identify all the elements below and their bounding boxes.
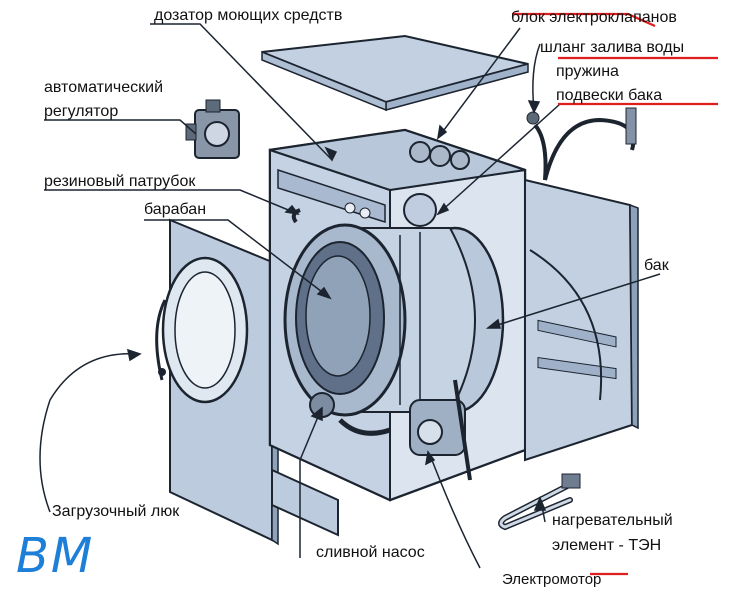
inlet-hose: [526, 107, 637, 181]
label-heater-line1: нагревательный: [552, 512, 673, 529]
label-spring-line2: подвески бака: [556, 87, 663, 104]
regulator-part: [185, 99, 240, 159]
label-valve-block: блок электроклапанов: [511, 9, 677, 26]
leader-lines: [39, 23, 661, 569]
label-drum: барабан: [144, 201, 207, 218]
leader-lines-red: [512, 12, 718, 576]
label-door: Загрузочный люк: [52, 503, 180, 520]
label-heater-line2: элемент - ТЭН: [552, 537, 662, 554]
label-pump: сливной насос: [316, 544, 425, 561]
label-spring-line1: пружина: [556, 63, 619, 80]
label-dispenser: дозатор моющих средств: [154, 7, 343, 24]
label-tank: бак: [644, 257, 669, 274]
brand-logo: BM: [16, 528, 95, 584]
pump-motor: [309, 379, 472, 481]
label-inlet-hose: шланг залива воды: [540, 39, 685, 56]
label-motor: Электромотор: [502, 571, 602, 588]
door-panel: [155, 218, 279, 546]
label-regulator-line1: автоматический: [44, 79, 164, 96]
heating-element: [498, 473, 581, 531]
label-rubber-pipe: резиновый патрубок: [44, 173, 196, 190]
label-regulator-line2: регулятор: [44, 103, 119, 120]
kick-strip: [271, 468, 339, 537]
side-panel: [524, 178, 639, 462]
tank-drum: [283, 193, 505, 417]
